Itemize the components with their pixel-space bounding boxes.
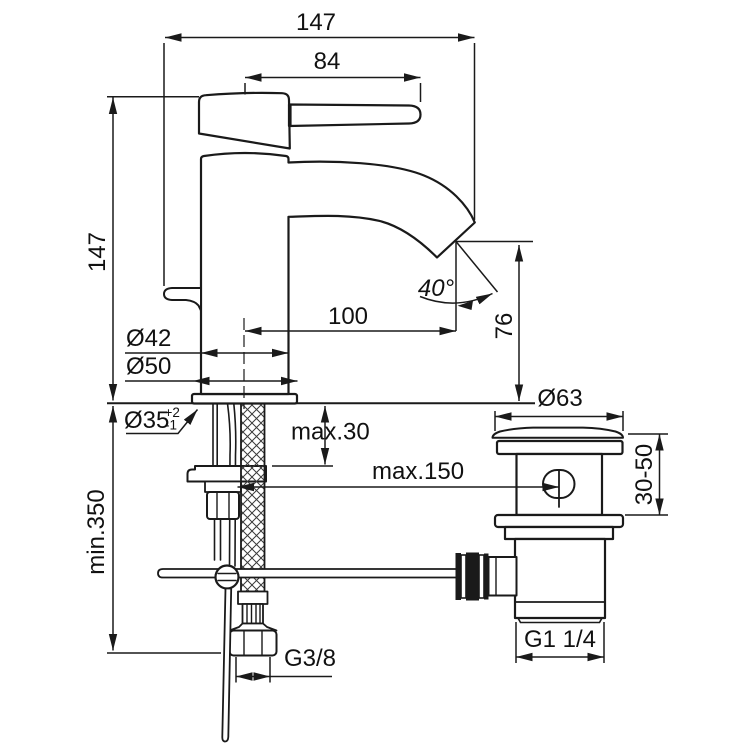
dim-body-height: 147 (84, 96, 199, 401)
dim-supply-connection: G3/8 (235, 645, 336, 683)
supply-nut-facets (243, 629, 263, 657)
spout-fill (285, 161, 475, 258)
dim-popup-rod-distance: max.150 (237, 458, 559, 492)
linkage-band-2 (460, 554, 467, 599)
lift-rod-horizontal (157, 568, 460, 579)
dim-spout-reach: 100 (245, 303, 456, 336)
dim-lever-reach: 84 (244, 48, 422, 102)
handle-lever (287, 103, 422, 128)
dim-hole-tolerance-minus: -1 (165, 418, 177, 433)
faucet (163, 91, 476, 405)
dim-supply-connection-label: G3/8 (284, 645, 336, 672)
mounting-stud-lower (213, 518, 222, 561)
linkage-cylinder (487, 556, 518, 597)
dim-body-diameter-label: Ø42 (126, 325, 171, 352)
dim-body-height-label: 147 (84, 232, 111, 272)
supply-nut (228, 629, 278, 657)
dim-spout-angle-label: 40° (418, 275, 455, 302)
rod-clamp-slot (217, 572, 237, 582)
waste-plug-cap (491, 426, 624, 439)
handle-cap (197, 91, 291, 150)
dim-waste-connection-label: G1 1/4 (524, 626, 596, 653)
dim-body-diameter: Ø42 (125, 325, 289, 358)
waste-tailpipe (513, 537, 607, 620)
rod-clamp-screw (214, 564, 240, 590)
dim-deck-thickness-label: max.30 (291, 419, 370, 446)
angle-arc (419, 292, 493, 305)
mounting-nut (206, 491, 240, 520)
dim-hole-diameter-label: Ø35 (124, 407, 169, 434)
dim-waste-deck-range: 30-50 (625, 433, 668, 516)
dim-waste-connection: G1 1/4 (515, 622, 605, 663)
spout-outline (287, 160, 476, 259)
faucet-body (199, 151, 290, 396)
angle-arc-arrowhead (457, 300, 473, 310)
dim-spout-angle: 40° (418, 241, 499, 331)
angle-reference-diagonal (455, 241, 499, 293)
dim-waste-cap-diameter: Ø63 (494, 385, 624, 431)
popup-rod-extension (221, 587, 233, 743)
dim-spout-height: 76 (456, 240, 533, 401)
linkage-band-4 (478, 554, 485, 599)
dimensions: 147 84 147 min.350 Ø42 Ø50 (83, 9, 668, 683)
dim-base-diameter: Ø50 (125, 353, 298, 386)
dim-waste-deck-range-label: 30-50 (631, 444, 658, 505)
linkage-band-5 (484, 553, 489, 600)
dim-lever-reach-label: 84 (314, 48, 341, 75)
waste-assembly (455, 426, 625, 624)
dim-hole-diameter: Ø35 +2 -1 (124, 405, 199, 435)
popup-rod-upper (226, 402, 237, 567)
linkage-band-3 (466, 552, 479, 601)
dim-clearance-min-label: min.350 (83, 489, 110, 574)
dim-clearance-min: min.350 (83, 406, 221, 654)
dim-spout-height-label: 76 (491, 313, 518, 340)
linkage-band-1 (455, 553, 461, 600)
dim-total-width: 147 (163, 9, 476, 286)
waste-thread-relief (516, 617, 604, 624)
mounting-collar (204, 480, 242, 493)
waste-collar (503, 525, 615, 541)
hose-rib-lines (246, 603, 261, 625)
waste-lower-flange (493, 513, 625, 529)
under-counter-assembly (157, 402, 460, 743)
dim-total-width-label: 147 (296, 9, 336, 36)
dim-deck-thickness: max.30 (272, 406, 370, 467)
dim-hole-tolerance-plus: +2 (165, 405, 180, 420)
dim-waste-cap-diameter-label: Ø63 (537, 385, 582, 412)
waste-top-flange (495, 439, 624, 456)
dim-spout-reach-label: 100 (328, 303, 368, 330)
leader-line (126, 409, 199, 435)
hose-taper (228, 622, 278, 632)
hose-ferrule (237, 590, 269, 605)
dim-popup-rod-distance-label: max.150 (372, 458, 464, 485)
mounting-nut-facets (216, 491, 230, 520)
supply-hose-braided (240, 402, 266, 593)
dim-base-diameter-label: Ø50 (126, 353, 171, 380)
popup-rod-hook (163, 287, 202, 312)
